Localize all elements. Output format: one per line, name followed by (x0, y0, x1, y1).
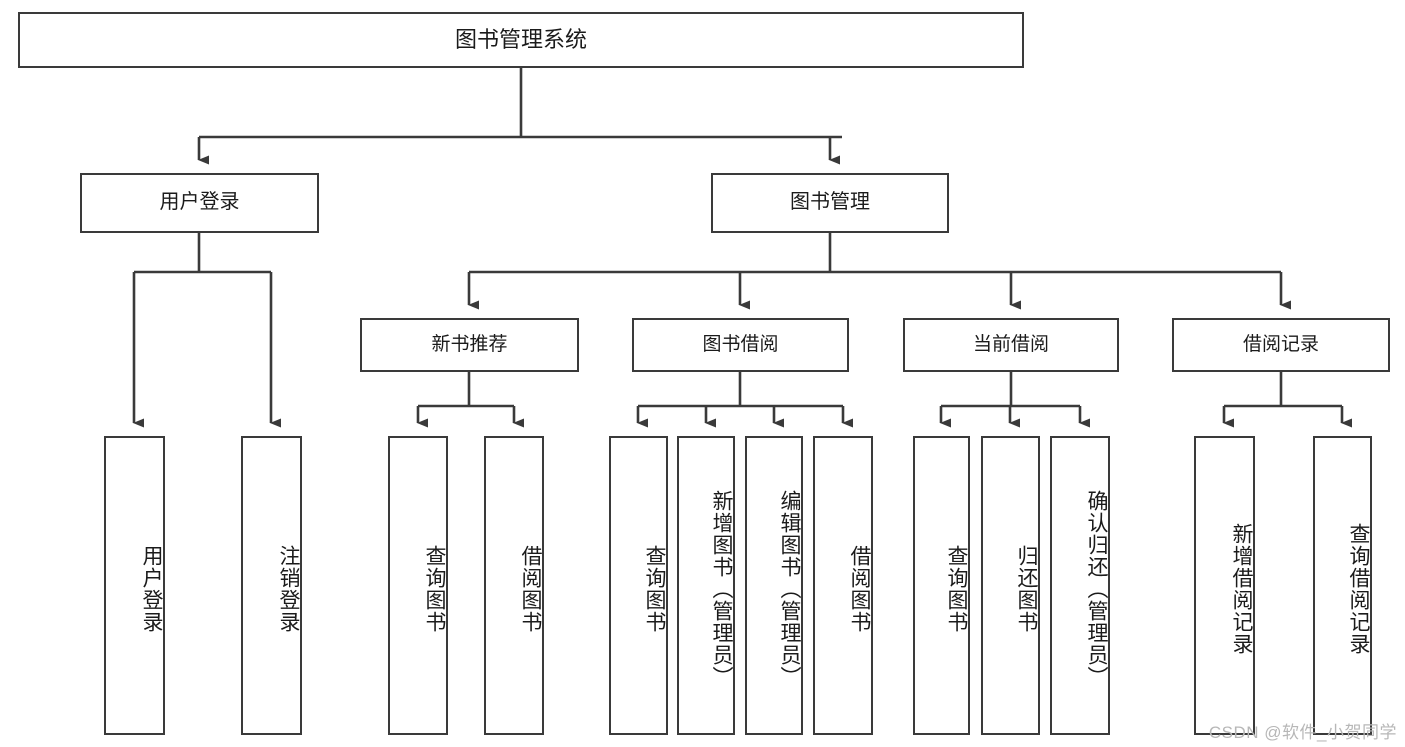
node-leaf-query-record-label: 查询借阅记录 (1347, 522, 1370, 655)
node-leaf-query-book-1-label: 查询图书 (423, 544, 446, 633)
node-leaf-add-record[interactable]: 新增借阅记录 (1194, 436, 1255, 735)
node-leaf-user-login[interactable]: 用户登录 (104, 436, 165, 735)
watermark: CSDN @软件_小贺同学 (1208, 723, 1397, 742)
node-book-manage-label: 图书管理 (790, 191, 870, 214)
node-borrow-record[interactable]: 借阅记录 (1172, 318, 1390, 372)
node-leaf-return-book[interactable]: 归还图书 (981, 436, 1040, 735)
node-leaf-borrow-book-2-label: 借阅图书 (848, 544, 871, 633)
node-leaf-add-book-label: 新增图书（管理员） (710, 489, 733, 688)
node-leaf-add-book[interactable]: 新增图书（管理员） (677, 436, 735, 735)
node-leaf-return-book-label: 归还图书 (1015, 544, 1038, 633)
node-book-borrow-label: 图书借阅 (702, 333, 779, 355)
node-leaf-confirm-return-label: 确认归还（管理员） (1085, 489, 1108, 688)
node-user-login[interactable]: 用户登录 (80, 173, 319, 233)
node-borrow-record-label: 借阅记录 (1242, 333, 1319, 355)
node-leaf-edit-book[interactable]: 编辑图书（管理员） (745, 436, 803, 735)
node-leaf-borrow-book-1-label: 借阅图书 (519, 544, 542, 633)
node-user-login-label: 用户登录 (159, 191, 240, 214)
node-leaf-user-logout-label: 注销登录 (277, 544, 300, 633)
node-leaf-user-logout[interactable]: 注销登录 (241, 436, 302, 735)
node-leaf-query-book-2-label: 查询图书 (643, 544, 666, 633)
node-root[interactable]: 图书管理系统 (18, 12, 1024, 68)
node-leaf-query-record[interactable]: 查询借阅记录 (1313, 436, 1372, 735)
node-leaf-borrow-book-2[interactable]: 借阅图书 (813, 436, 873, 735)
node-current-borrow[interactable]: 当前借阅 (903, 318, 1119, 372)
node-leaf-user-login-label: 用户登录 (140, 544, 163, 633)
node-root-label: 图书管理系统 (454, 27, 587, 53)
node-leaf-query-book-3[interactable]: 查询图书 (913, 436, 970, 735)
node-book-manage[interactable]: 图书管理 (711, 173, 949, 233)
node-leaf-borrow-book-1[interactable]: 借阅图书 (484, 436, 544, 735)
node-leaf-add-record-label: 新增借阅记录 (1230, 522, 1253, 655)
node-leaf-confirm-return[interactable]: 确认归还（管理员） (1050, 436, 1110, 735)
node-leaf-query-book-2[interactable]: 查询图书 (609, 436, 668, 735)
node-leaf-query-book-1[interactable]: 查询图书 (388, 436, 448, 735)
node-leaf-query-book-3-label: 查询图书 (945, 544, 968, 633)
node-leaf-edit-book-label: 编辑图书（管理员） (778, 489, 801, 688)
node-new-book-rec[interactable]: 新书推荐 (360, 318, 579, 372)
node-book-borrow[interactable]: 图书借阅 (632, 318, 849, 372)
node-new-book-rec-label: 新书推荐 (431, 333, 508, 355)
node-current-borrow-label: 当前借阅 (972, 333, 1049, 355)
